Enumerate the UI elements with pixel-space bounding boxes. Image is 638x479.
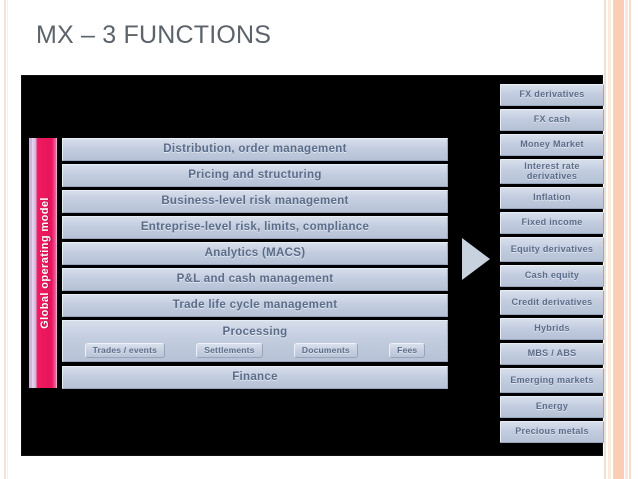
function-row-label: P&L and cash management	[176, 273, 334, 286]
function-row-label: Distribution, order management	[163, 143, 347, 156]
function-row-label: Pricing and structuring	[188, 169, 322, 182]
asset-class-money-market[interactable]: Money Market	[500, 134, 604, 156]
asset-class-label: Hybrids	[534, 323, 570, 334]
asset-class-label: Emerging markets	[510, 374, 594, 385]
right-edge-stripe-3	[613, 0, 624, 479]
function-row-distribution-order-management[interactable]: Distribution, order management	[62, 138, 448, 161]
global-operating-model-label: Global operating model	[38, 197, 51, 329]
function-row-label: Analytics (MACS)	[204, 247, 306, 260]
function-row-business-level-risk-management[interactable]: Business-level risk management	[62, 190, 448, 213]
asset-class-hybrids[interactable]: Hybrids	[500, 318, 604, 340]
asset-class-label: FX derivatives	[519, 89, 585, 100]
processing-label: Processing	[222, 326, 288, 338]
processing-sub-items: Trades / events Settlements Documents Fe…	[63, 342, 447, 358]
function-row-pricing-and-structuring[interactable]: Pricing and structuring	[62, 164, 448, 187]
right-edge-stripe-2	[608, 0, 611, 479]
function-row-label: Finance	[232, 371, 278, 384]
asset-class-label: Interest rate derivatives	[524, 160, 580, 181]
global-operating-model-band: Global operating model	[29, 138, 57, 388]
right-arrow-icon	[462, 238, 490, 280]
asset-class-fx-cash[interactable]: FX cash	[500, 109, 604, 131]
asset-class-label: MBS / ABS	[527, 348, 577, 359]
asset-class-cash-equity[interactable]: Cash equity	[500, 265, 604, 287]
right-edge-stripe-5	[629, 0, 631, 479]
asset-class-energy[interactable]: Energy	[500, 396, 604, 418]
function-row-entreprise-level-risk-limits-compliance[interactable]: Entreprise-level risk, limits, complianc…	[62, 216, 448, 239]
asset-class-label: Equity derivatives	[510, 243, 594, 254]
asset-class-mbs-abs[interactable]: MBS / ABS	[500, 343, 604, 365]
function-row-label: Entreprise-level risk, limits, complianc…	[140, 221, 370, 234]
processing-sub-item-fees[interactable]: Fees	[389, 342, 426, 358]
asset-class-label: Energy	[535, 401, 569, 412]
asset-class-fixed-income[interactable]: Fixed income	[500, 212, 604, 234]
asset-class-interest-rate-derivatives[interactable]: Interest rate derivatives	[500, 159, 604, 184]
asset-class-label: Inflation	[533, 192, 571, 203]
function-row-trade-life-cycle-management[interactable]: Trade life cycle management	[62, 294, 448, 317]
asset-class-label: Fixed income	[521, 217, 583, 228]
function-row-analytics-macs[interactable]: Analytics (MACS)	[62, 242, 448, 265]
page-title: MX – 3 FUNCTIONS	[36, 21, 272, 49]
function-row-processing[interactable]: Processing Trades / events Settlements D…	[62, 320, 448, 362]
left-edge-stripe-2	[7, 0, 8, 479]
function-row-label: Trade life cycle management	[172, 299, 338, 312]
right-edge-stripe-4	[625, 0, 628, 479]
asset-class-label: FX cash	[533, 114, 571, 125]
asset-class-label: Credit derivatives	[511, 296, 593, 307]
processing-sub-item-settlements[interactable]: Settlements	[196, 342, 263, 358]
left-edge-stripe-1	[4, 0, 6, 479]
function-row-pl-and-cash-management[interactable]: P&L and cash management	[62, 268, 448, 291]
asset-class-inflation[interactable]: Inflation	[500, 187, 604, 209]
diagram-canvas: Global operating model Distribution, ord…	[22, 76, 604, 455]
processing-sub-item-trades-events[interactable]: Trades / events	[84, 342, 166, 358]
asset-class-precious-metals[interactable]: Precious metals	[500, 421, 604, 443]
asset-class-label: Money Market	[520, 139, 584, 150]
asset-class-equity-derivatives[interactable]: Equity derivatives	[500, 237, 604, 262]
function-row-label: Business-level risk management	[161, 195, 349, 208]
asset-class-fx-derivatives[interactable]: FX derivatives	[500, 84, 604, 106]
asset-class-credit-derivatives[interactable]: Credit derivatives	[500, 290, 604, 315]
asset-class-emerging-markets[interactable]: Emerging markets	[500, 368, 604, 393]
asset-class-label: Cash equity	[524, 270, 580, 281]
processing-sub-item-documents[interactable]: Documents	[293, 342, 358, 358]
right-edge-stripe-1	[604, 0, 606, 479]
asset-class-label: Precious metals	[515, 426, 589, 437]
function-row-finance[interactable]: Finance	[62, 366, 448, 389]
